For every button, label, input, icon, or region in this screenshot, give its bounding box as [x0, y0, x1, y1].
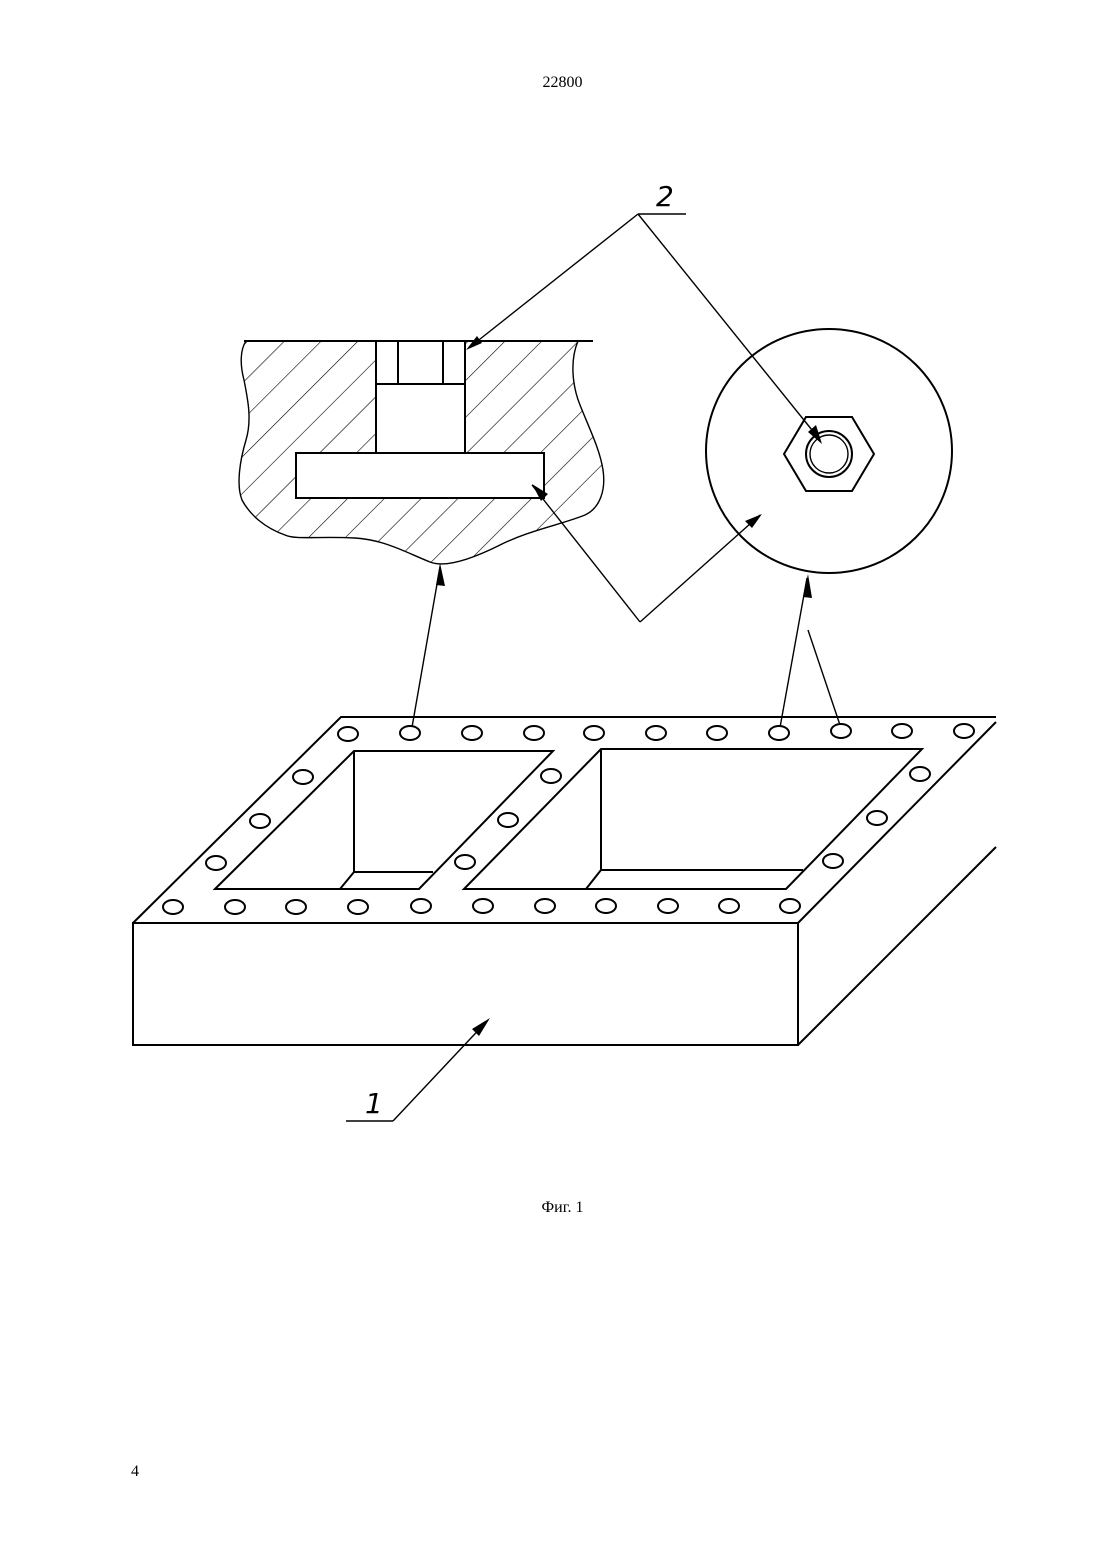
figure-caption: Фиг. 1: [0, 1199, 1100, 1217]
plate: [133, 717, 996, 1045]
ref-label-2: 2: [656, 180, 674, 213]
section-view: [230, 330, 620, 580]
top-view-detail: [706, 329, 952, 573]
page-number: 4: [131, 1463, 139, 1481]
ref-label-1: 1: [365, 1087, 383, 1120]
detail-circle: [706, 329, 952, 573]
plate-front-face: [133, 923, 798, 1045]
hex-nut: [784, 417, 874, 491]
bolt-hole: [806, 431, 852, 477]
